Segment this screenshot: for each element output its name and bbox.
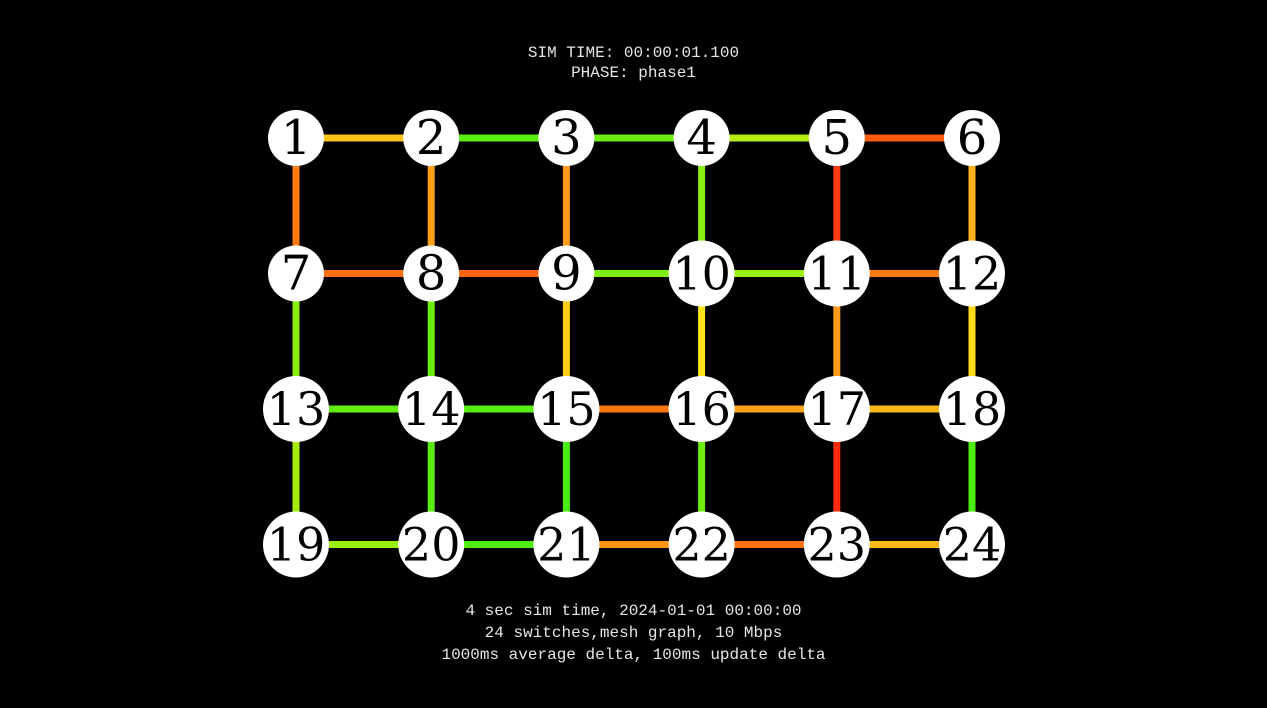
node-circle [803,511,870,578]
node-18: 18 [939,376,1005,442]
node-17: 17 [803,376,870,442]
node-circle [538,110,595,166]
node-13: 13 [263,376,329,442]
node-label: 20 [402,518,461,572]
node-2: 2 [403,110,460,166]
node-4: 4 [673,110,730,166]
node-circle [668,240,735,307]
node-circle [533,376,600,442]
footer: 4 sec sim time, 2024-01-01 00:00:00 24 s… [0,600,1267,666]
node-circle [668,511,735,578]
sim-time-label: SIM TIME: 00:00:01.100 [527,44,740,62]
node-label: 18 [943,382,1002,436]
node-label: 14 [402,382,461,436]
header: SIM TIME: 00:00:01.100 PHASE: phase1 [0,43,1267,83]
node-7: 7 [268,245,324,302]
node-3: 3 [538,110,595,166]
node-label: 9 [551,246,582,302]
node-label: 11 [808,247,867,301]
node-label: 19 [267,518,326,572]
node-label: 22 [672,518,731,572]
node-label: 15 [537,382,596,436]
node-circle [803,240,870,307]
node-label: 7 [281,246,312,302]
node-circle [263,376,329,442]
node-circle [803,376,870,442]
footer-topology-info: 24 switches,mesh graph, 10 Mbps [484,624,783,642]
node-label: 13 [267,382,326,436]
node-circle [538,245,595,302]
node-label: 12 [943,247,1002,301]
node-12: 12 [939,240,1005,307]
node-label: 17 [808,382,867,436]
node-21: 21 [533,511,600,578]
node-16: 16 [668,376,735,442]
node-circle [268,245,324,302]
phase-label: PHASE: phase1 [571,64,696,82]
node-circle [673,110,730,166]
node-24: 24 [939,511,1005,578]
node-label: 24 [943,518,1002,572]
node-11: 11 [803,240,870,307]
node-label: 6 [957,110,988,166]
node-circle [403,245,460,302]
node-circle [944,110,1000,166]
node-6: 6 [944,110,1000,166]
node-label: 23 [808,518,867,572]
node-label: 1 [281,110,312,166]
node-label: 21 [537,518,596,572]
node-circle [398,511,465,578]
node-9: 9 [538,245,595,302]
node-circle [268,110,324,166]
node-10: 10 [668,240,735,307]
node-circle [939,511,1005,578]
node-circle [263,511,329,578]
node-circle [939,240,1005,307]
node-label: 10 [672,247,731,301]
node-circle [533,511,600,578]
node-label: 3 [551,110,582,166]
node-15: 15 [533,376,600,442]
node-circle [668,376,735,442]
node-label: 4 [686,110,717,166]
node-circle [939,376,1005,442]
footer-delta-info: 1000ms average delta, 100ms update delta [441,646,826,664]
node-20: 20 [398,511,465,578]
node-label: 16 [672,382,731,436]
node-circle [403,110,460,166]
node-label: 8 [416,246,447,302]
node-19: 19 [263,511,329,578]
node-22: 22 [668,511,735,578]
footer-sim-info: 4 sec sim time, 2024-01-01 00:00:00 [465,602,802,620]
node-circle [808,110,865,166]
node-23: 23 [803,511,870,578]
node-5: 5 [808,110,865,166]
node-1: 1 [268,110,324,166]
node-8: 8 [403,245,460,302]
node-circle [398,376,465,442]
node-label: 5 [822,110,853,166]
node-label: 2 [416,110,447,166]
node-14: 14 [398,376,465,442]
edges-layer [292,134,976,548]
